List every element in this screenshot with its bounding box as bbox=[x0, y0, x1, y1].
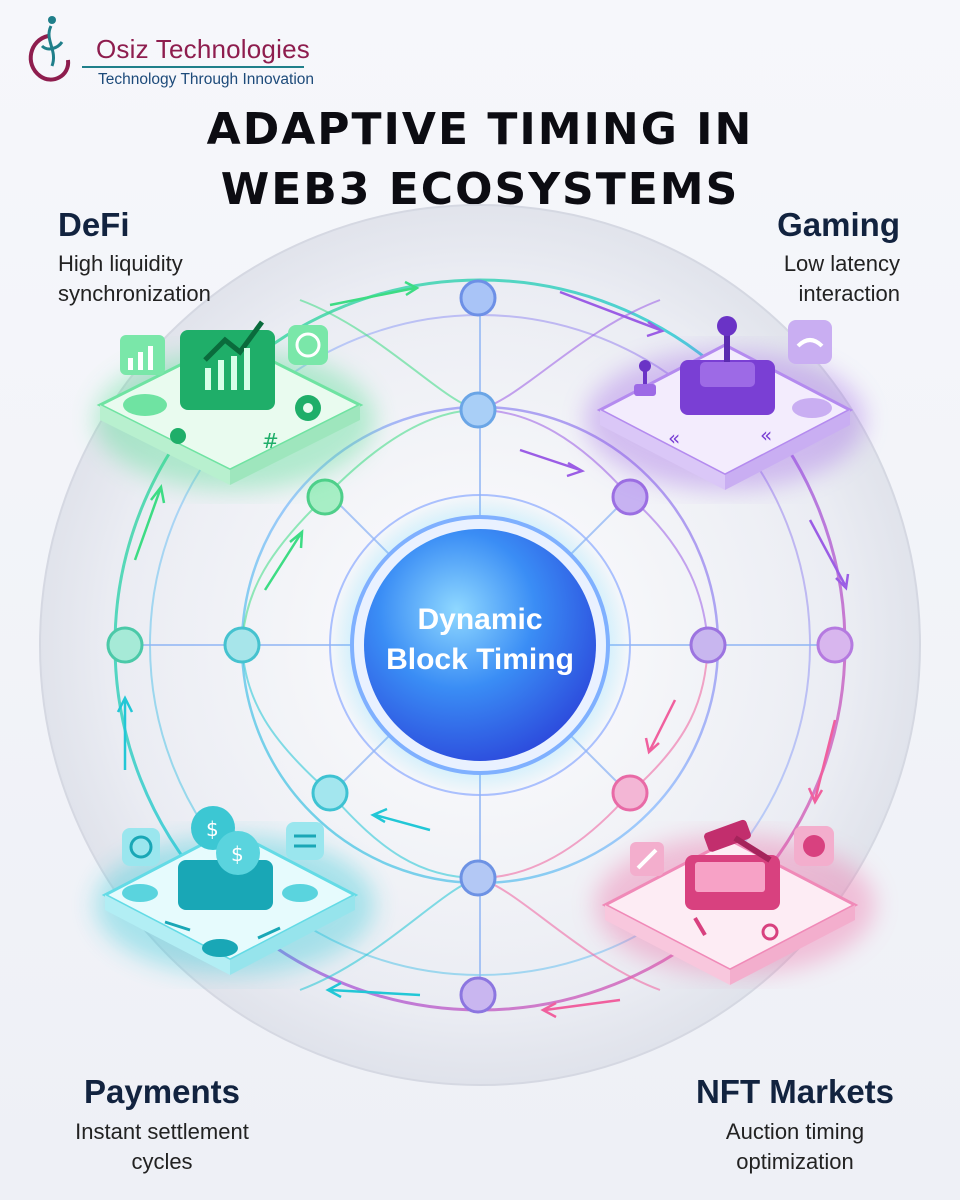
defi-description: High liquidity synchronization bbox=[58, 249, 211, 309]
node-nft bbox=[611, 774, 649, 812]
gaming-heading: Gaming bbox=[777, 206, 900, 243]
node-defi bbox=[306, 478, 344, 516]
node-top-inner bbox=[459, 391, 497, 429]
hammer-icon bbox=[630, 842, 664, 876]
coin-stack-icon: $ $ bbox=[191, 806, 260, 875]
node-payments bbox=[311, 774, 349, 812]
node-left-inner bbox=[223, 626, 261, 664]
logo-divider bbox=[82, 66, 304, 68]
joystick-icon bbox=[634, 316, 755, 396]
hub-sphere bbox=[364, 529, 596, 761]
gaming-description-line-1: Low latency bbox=[783, 251, 900, 276]
node-right-inner bbox=[689, 626, 727, 664]
gaming-platform: « « bbox=[585, 316, 865, 490]
payments-description-line-1: Instant settlement bbox=[75, 1119, 249, 1144]
logo-tagline: Technology Through Innovation bbox=[98, 71, 315, 88]
node-top-outer bbox=[459, 279, 497, 317]
nft-description-line-2: optimization bbox=[736, 1149, 854, 1174]
payments-description: Instant settlement cycles bbox=[42, 1117, 282, 1177]
hub-label: Dynamic Block Timing bbox=[360, 600, 600, 680]
logo-mark-icon bbox=[28, 16, 71, 82]
hub-label-line-1: Dynamic bbox=[417, 603, 543, 636]
title-line-1: ADAPTIVE TIMING IN bbox=[206, 104, 754, 155]
nft-description: Auction timing optimization bbox=[680, 1117, 910, 1177]
bitcoin-icon bbox=[794, 826, 834, 866]
node-left-outer bbox=[106, 626, 144, 664]
hash-icon: # bbox=[262, 429, 279, 453]
gaming-description: Low latency interaction bbox=[784, 249, 900, 309]
defi-platform: # bbox=[95, 320, 375, 490]
company-logo: Osiz Technologies Technology Through Inn… bbox=[18, 6, 318, 88]
nft-platform bbox=[595, 819, 875, 985]
svg-text:«: « bbox=[760, 423, 772, 447]
nft-heading: NFT Markets bbox=[695, 1073, 895, 1110]
dollar-gear-icon bbox=[288, 325, 328, 365]
node-right-outer bbox=[816, 626, 854, 664]
nft-description-line-1: Auction timing bbox=[725, 1119, 865, 1144]
gamepad-icon bbox=[788, 320, 832, 364]
hub-label-line-2: Block Timing bbox=[386, 643, 574, 676]
gaming-description-line-2: interaction bbox=[798, 281, 900, 306]
defi-description-line-1: High liquidity bbox=[58, 251, 183, 276]
flow-arrows bbox=[116, 280, 850, 1019]
defi-description-line-2: synchronization bbox=[58, 281, 211, 306]
node-bottom-outer bbox=[459, 976, 497, 1014]
chevron-left-icon: « bbox=[668, 426, 680, 450]
payments-platform: $ $ bbox=[95, 806, 375, 975]
gear-icon bbox=[170, 395, 321, 444]
defi-heading: DeFi bbox=[58, 206, 130, 243]
node-bottom-inner bbox=[459, 859, 497, 897]
currency-exchange-icon bbox=[122, 828, 160, 866]
payments-description-line-2: cycles bbox=[131, 1149, 193, 1174]
node-gaming bbox=[611, 478, 649, 516]
network-nodes bbox=[106, 279, 854, 1014]
trend-chart-icon bbox=[203, 320, 265, 390]
svg-text:$: $ bbox=[206, 817, 219, 841]
bar-chart-icon bbox=[120, 335, 165, 375]
gavel-icon bbox=[695, 819, 772, 892]
payments-heading: Payments bbox=[84, 1073, 240, 1110]
svg-text:$: $ bbox=[231, 842, 244, 866]
swap-arrows-icon bbox=[286, 822, 324, 860]
logo-name: Osiz Technologies bbox=[96, 34, 310, 64]
